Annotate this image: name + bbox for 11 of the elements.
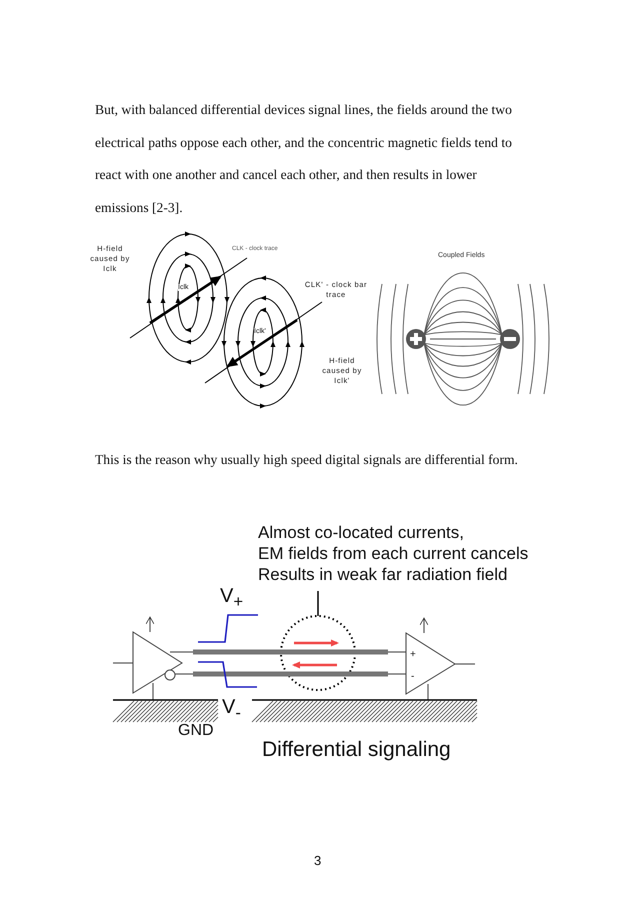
terminal-label: - xyxy=(411,671,414,682)
leader-line xyxy=(317,591,319,616)
page-number: 3 xyxy=(314,853,322,868)
terminal-label: + xyxy=(410,649,416,660)
figure-caption: Differential signaling xyxy=(262,738,451,762)
dotted-circle xyxy=(280,615,356,691)
paragraph: But, with balanced differential devices signal lines, the fields around the two electrical paths oppose each other, and the concentric magnetic fields tend to react with one another and cancel each other, and then results in lower emissions [2-3]. xyxy=(95,101,513,216)
voltage-label: V$_{+}$ xyxy=(220,585,244,612)
annotation-text: Almost co-located currents, EM fields from each current cancels Results in weak far radiation field xyxy=(258,522,528,585)
ground-label: GND xyxy=(178,722,214,740)
paragraph: This is the reason why usually high speed digital signals are differential form. xyxy=(95,452,518,468)
